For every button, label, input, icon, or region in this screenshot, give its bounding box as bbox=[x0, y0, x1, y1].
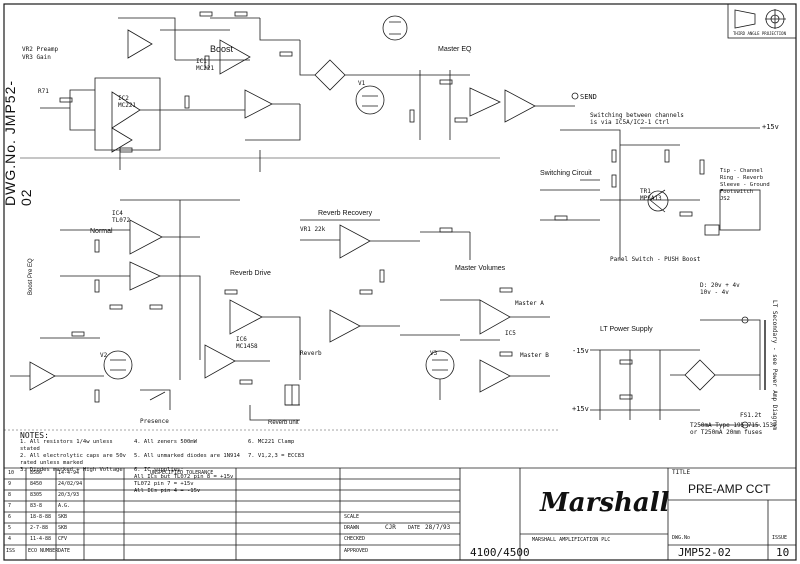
note-item: 6. MC221 Clamp bbox=[248, 439, 295, 445]
label-tr1: TR1 MPSA13 bbox=[640, 188, 662, 202]
label-presence: Presence bbox=[140, 418, 169, 425]
date-value: 28/7/93 bbox=[425, 524, 451, 531]
issue-number: 10 bbox=[776, 546, 790, 559]
note-item: 1. All resistors 1/4w unless stated bbox=[20, 439, 113, 452]
label-minus15-a: -15v bbox=[572, 347, 589, 355]
rev-ecn: 8305 bbox=[30, 492, 43, 498]
footswitch-note: Tip - Channel Ring - Reverb Sleeve - Gro… bbox=[720, 168, 770, 202]
label-ic4: IC4 TL072 bbox=[112, 210, 131, 224]
note-item: 2. All electrolytic caps are 50v rated u… bbox=[20, 453, 126, 466]
rev-date: SKB bbox=[58, 525, 68, 531]
section-normal: Normal bbox=[90, 228, 113, 235]
rev-ecn: 83-8 bbox=[30, 503, 43, 509]
rev-ecn: 8586 bbox=[30, 470, 43, 476]
section-master-eq: Master EQ bbox=[438, 46, 472, 53]
label-fs1: FS1.2t bbox=[740, 412, 762, 419]
rev-date: CFV bbox=[58, 536, 68, 542]
rev-issue: 7 bbox=[8, 503, 12, 509]
panel-switch-note: Panel Switch - PUSH Boost bbox=[610, 256, 701, 263]
checked-label: CHECKED bbox=[344, 536, 366, 542]
section-lt-power-supply: LT Power Supply bbox=[600, 326, 653, 333]
label-ic2: IC2 MC221 bbox=[118, 95, 137, 109]
issue-label: ISSUE bbox=[772, 535, 788, 541]
notes-block: NOTES: 1. All resistors 1/4w unless stat… bbox=[20, 432, 350, 495]
label-v2: V2 bbox=[100, 352, 108, 359]
rev-issue: 9 bbox=[8, 481, 12, 487]
label-master-b: Master B bbox=[520, 352, 549, 359]
rev-date: 14-4-94 bbox=[58, 470, 80, 476]
drawn-by: CJR bbox=[385, 524, 396, 531]
rev-issue: 5 bbox=[8, 525, 12, 531]
note-item: All ICs pin 4 = -15v bbox=[134, 488, 201, 494]
note-item: 6. IC supplies: bbox=[134, 467, 184, 473]
section-master-volumes: Master Volumes bbox=[455, 265, 506, 272]
label-plus15: +15v bbox=[762, 123, 779, 131]
label-send: SEND bbox=[580, 93, 597, 101]
rev-issue: 8 bbox=[8, 492, 12, 498]
approved-label: APPROVED bbox=[344, 548, 369, 554]
section-boost-pre-eq: Boost Pre EQ bbox=[28, 258, 34, 295]
note-item: All ICs but TL072 pin 8 = +15v bbox=[134, 474, 234, 480]
rev-date: 20/3/93 bbox=[58, 492, 80, 498]
dwg-number: JMP52-02 bbox=[678, 546, 731, 559]
label-master-a: Master A bbox=[515, 300, 544, 307]
label-vr3: VR3 Gain bbox=[22, 54, 51, 61]
section-boost: Boost bbox=[210, 44, 234, 54]
scale-label: SCALE bbox=[344, 514, 360, 520]
switching-note: Switching between channels is via IC5A/I… bbox=[590, 112, 684, 126]
drawing-title: PRE-AMP CCT bbox=[688, 482, 771, 496]
company-name: MARSHALL AMPLIFICATION PLC bbox=[532, 537, 611, 543]
notes-heading: NOTES: bbox=[20, 431, 49, 440]
label-ic5: IC5 bbox=[505, 330, 516, 337]
note-item: 3. Diodes marked + High Voltage bbox=[20, 467, 123, 473]
label-d-note: D: 20v + 4v 10v - 4v bbox=[700, 282, 740, 296]
rev-issue: ISS bbox=[6, 548, 16, 554]
rev-date: SKB bbox=[58, 514, 68, 520]
label-v1: V1 bbox=[358, 80, 366, 87]
label-reverb: Reverb bbox=[300, 350, 322, 357]
section-switching-circuit: Switching Circuit bbox=[540, 170, 592, 177]
projection-symbol-icon bbox=[734, 9, 786, 29]
label-vr1: VR1 22k bbox=[300, 226, 326, 233]
section-reverb-recovery: Reverb Recovery bbox=[318, 210, 373, 217]
section-reverb-unit: Reverb unit bbox=[268, 420, 299, 426]
rev-issue: 10 bbox=[8, 470, 15, 476]
rev-date: A.G. bbox=[58, 503, 71, 509]
dwg-label: DWG.No bbox=[672, 535, 691, 541]
rev-ecn: 8450 bbox=[30, 481, 43, 487]
label-ic6: IC6 MC1458 bbox=[236, 336, 258, 350]
projection-label: THIRD ANGLE PROJECTION bbox=[733, 31, 786, 36]
label-ic1: IC1 MC221 bbox=[196, 58, 215, 72]
unspecified-tolerance: UNSPECIFIED TOLERANCE bbox=[150, 470, 214, 476]
rev-ecn: 11-4-88 bbox=[30, 536, 52, 542]
label-vr2: VR2 Preamp bbox=[22, 46, 59, 53]
note-item: 4. All zeners 500mW bbox=[134, 439, 197, 445]
rev-issue: 6 bbox=[8, 514, 12, 520]
model-numbers: 4100/4500 bbox=[470, 546, 530, 559]
rev-ecn: ECO NUMBER bbox=[28, 548, 59, 554]
rev-ecn: 2-7-88 bbox=[30, 525, 49, 531]
rev-issue: 4 bbox=[8, 536, 12, 542]
note-item: TL072 pin 7 = +15v bbox=[134, 481, 194, 487]
label-lt-secondary: LT Secondary - see Power Amp Diagram bbox=[771, 300, 778, 431]
rev-ecn: 18-8-88 bbox=[30, 514, 52, 520]
title-label: TITLE bbox=[672, 469, 691, 476]
note-item: 7. V1,2,3 = ECC83 bbox=[248, 453, 305, 459]
date-label: DATE bbox=[408, 525, 421, 531]
label-plus15-b: +15v bbox=[572, 405, 589, 413]
side-drawing-number: DWG.No. JMP52-02 bbox=[2, 79, 34, 206]
label-r71: R71 bbox=[38, 88, 49, 95]
note-item: 5. All unmarked diodes are 1N914 bbox=[134, 453, 240, 459]
brand-logo: Marshall bbox=[540, 488, 670, 518]
drawn-label: DRAWN bbox=[344, 525, 360, 531]
label-v3: V3 bbox=[430, 350, 438, 357]
rev-date: 24/02/94 bbox=[58, 481, 83, 487]
section-reverb-drive: Reverb Drive bbox=[230, 270, 271, 277]
rev-date: DATE bbox=[58, 548, 71, 554]
label-fuse-note: T250mA Type 195-715.1537 or T250mA 20mm … bbox=[690, 422, 777, 436]
